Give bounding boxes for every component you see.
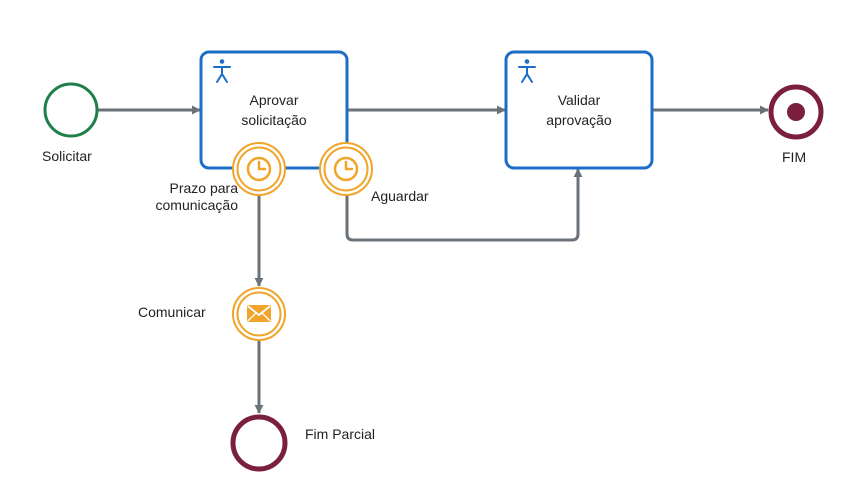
start-event-label: Solicitar [42, 148, 92, 164]
clock-icon [333, 156, 359, 182]
sequence-flows [98, 105, 769, 414]
task-aprovar-label-line2: solicitação [241, 112, 307, 128]
timer-prazo-label: Prazo para comunicação [128, 180, 239, 214]
timer-event-prazo[interactable] [232, 142, 286, 196]
task-aprovar-solicitacao[interactable] [199, 50, 349, 170]
task-aprovar-label: Aprovar solicitação [201, 90, 347, 130]
timer-aguardar-label: Aguardar [371, 188, 429, 204]
task-validar-label-line2: aprovação [546, 112, 612, 128]
start-event[interactable] [43, 82, 99, 138]
partial-end-event-label: Fim Parcial [305, 426, 376, 442]
user-icon [213, 59, 231, 83]
task-validar-aprovacao[interactable] [504, 50, 654, 170]
user-icon [518, 59, 536, 83]
clock-icon [246, 156, 272, 182]
task-validar-label-line1: Validar [557, 92, 601, 108]
end-event-fim-parcial[interactable] [230, 414, 288, 472]
message-event-label: Comunicar [138, 304, 206, 320]
task-aprovar-label-line1: Aprovar [249, 92, 299, 108]
end-event-label: FIM [782, 149, 807, 165]
flow-aguardar-to-validar[interactable] [345, 168, 583, 242]
timer-prazo-label-line2: comunicação [155, 197, 239, 213]
envelope-icon [247, 305, 271, 322]
end-event-fim[interactable] [768, 84, 824, 140]
task-validar-label: Validar aprovação [506, 90, 652, 130]
timer-prazo-label-line1: Prazo para [169, 180, 238, 196]
timer-event-aguardar[interactable] [319, 142, 373, 196]
message-event-comunicar[interactable] [232, 287, 286, 341]
